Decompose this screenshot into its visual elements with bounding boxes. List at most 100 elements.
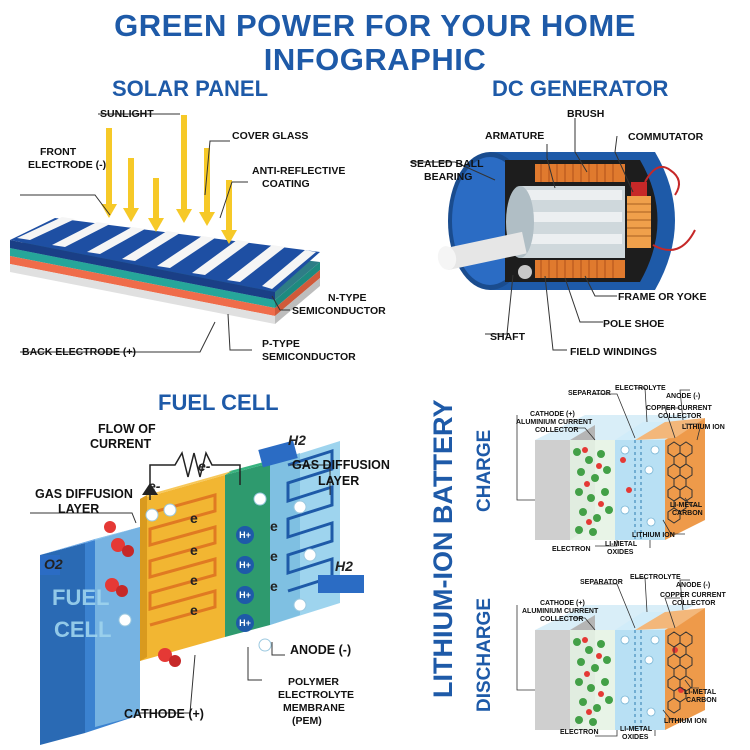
label-cathode: CATHODE (+): [124, 707, 204, 721]
charge-label-cu-collector-2: COLLECTOR: [658, 413, 702, 420]
front-electrode-stripes: [17, 217, 316, 289]
label-armature: ARMATURE: [485, 130, 545, 142]
label-p-type-1: P-TYPE: [262, 338, 300, 350]
charge-label-li-oxides-2: OXIDES: [607, 549, 634, 556]
label-front-electrode-2: ELECTRODE (-): [28, 159, 107, 171]
label-gas-diffusion-left-2: LAYER: [58, 502, 100, 516]
battery-charge-illustration: [516, 387, 705, 548]
charge-label-lithium-ion-2: LITHIUM ION: [632, 532, 675, 539]
label-commutator: COMMUTATOR: [628, 131, 704, 143]
label-frame-or-yoke: FRAME OR YOKE: [618, 291, 707, 303]
charge-label-electrolyte: ELECTROLYTE: [615, 385, 666, 392]
label-pem-3: MEMBRANE: [283, 702, 345, 714]
sunlight-arrows: [101, 115, 237, 244]
battery-discharge-illustration: [516, 577, 705, 737]
discharge-label-electrolyte: ELECTROLYTE: [630, 574, 681, 581]
oxygen-molecules: [104, 521, 181, 667]
fuel-cell-title: FUEL CELL: [158, 390, 279, 415]
fuel-cell-illustration: e e e e e e e H+ H+ H+ H+: [30, 432, 364, 745]
label-pole-shoe: POLE SHOE: [603, 318, 665, 330]
housing-text-2: CELL: [54, 617, 111, 642]
label-sealed-ball-2: BEARING: [424, 171, 473, 183]
carbon-lattice: [667, 441, 693, 524]
charge-label-li-oxides-1: LI-METAL: [605, 541, 638, 548]
main-subtitle: INFOGRAPHIC: [263, 42, 487, 77]
label-pem-1: POLYMER: [288, 676, 339, 688]
h-plus-symbol: H+: [239, 530, 251, 540]
label-pem-2: ELECTROLYTE: [278, 689, 355, 701]
gas-diffusion-layer-right: [286, 448, 334, 593]
aluminium-collector: [535, 440, 570, 540]
label-n-type-2: SEMICONDUCTOR: [292, 305, 386, 317]
discharge-label-cathode: CATHODE (+): [540, 600, 585, 607]
label-gas-diffusion-right-1: GAS DIFFUSION: [292, 458, 390, 472]
external-circuit: [149, 450, 241, 500]
solar-panel-illustration: [10, 113, 320, 353]
electron-symbol: e: [190, 602, 198, 618]
label-shaft: SHAFT: [490, 331, 525, 343]
charge-label-separator: SEPARATOR: [568, 390, 611, 397]
charge-label-al-collector-2: COLLECTOR: [535, 427, 579, 434]
electron-symbol: e: [270, 518, 278, 534]
main-title: GREEN POWER FOR YOUR HOME: [114, 8, 636, 43]
charge-label-al-collector-1: ALUMINIUM CURRENT: [516, 419, 593, 426]
discharge-label-al-collector-1: ALUMINIUM CURRENT: [522, 608, 599, 615]
discharge-label-separator: SEPARATOR: [580, 579, 623, 586]
dc-generator-title: DC GENERATOR: [492, 76, 669, 101]
label-flow-of-current-2: CURRENT: [90, 437, 152, 451]
solar-panel-title: SOLAR PANEL: [112, 76, 269, 101]
h-plus-symbol: H+: [239, 590, 251, 600]
discharge-label-li-metal-carbon-1: LI-METAL: [684, 689, 717, 696]
discharge-label-li-oxides-1: LI-METAL: [620, 726, 653, 733]
electron-symbol: e: [190, 510, 198, 526]
brush: [631, 182, 647, 196]
battery-charge-label: CHARGE: [474, 429, 495, 512]
electrolyte: [615, 440, 665, 540]
h-plus-symbol: H+: [239, 560, 251, 570]
charge-label-anode: ANODE (-): [666, 393, 701, 400]
electron-symbol: e: [270, 578, 278, 594]
copper-collector: [665, 418, 705, 540]
commutator: [627, 196, 651, 248]
discharge-label-cu-collector-1: COPPER CURRENT: [660, 592, 726, 599]
label-anti-reflective-1: ANTI-REFLECTIVE: [252, 165, 346, 177]
shaft: [443, 231, 527, 271]
carbon-lattice: [667, 631, 693, 714]
electron-right-label: e-: [198, 458, 211, 474]
label-sealed-ball-1: SEALED BALL: [410, 158, 484, 170]
charge-label-li-metal-carbon-1: LI-METAL: [670, 502, 703, 509]
label-pem-4: (PEM): [292, 715, 322, 727]
label-brush: BRUSH: [567, 108, 605, 120]
discharge-label-anode: ANODE (-): [676, 582, 711, 589]
discharge-label-al-collector-2: COLLECTOR: [540, 616, 584, 623]
label-anti-reflective-2: COATING: [262, 178, 310, 190]
label-sunlight: SUNLIGHT: [100, 108, 154, 120]
battery-discharge-label: DISCHARGE: [474, 597, 495, 712]
sealed-ball-bearing: [518, 265, 532, 279]
label-gas-diffusion-right-2: LAYER: [318, 474, 360, 488]
label-back-electrode: BACK ELECTRODE (+): [22, 346, 137, 358]
hydrogen-ions: [236, 526, 254, 632]
electron-left-label: e-: [148, 478, 161, 494]
discharge-label-li-metal-carbon-2: CARBON: [686, 697, 717, 704]
charge-label-electron: ELECTRON: [552, 546, 591, 553]
label-front-electrode-1: FRONT: [40, 146, 77, 158]
charge-label-cathode: CATHODE (+): [530, 411, 575, 418]
pem-membrane: [225, 463, 270, 637]
p-type-layer: [10, 248, 275, 308]
back-electrode: [10, 264, 275, 324]
n-type-layer: [10, 256, 275, 316]
discharge-label-lithium-ion: LITHIUM ION: [664, 718, 707, 725]
h2-top-label: H2: [288, 432, 306, 448]
label-field-windings: FIELD WINDINGS: [570, 346, 657, 358]
hydrogen-molecules: [118, 492, 317, 652]
housing-text-1: FUEL: [52, 585, 109, 610]
discharge-label-li-oxides-2: OXIDES: [622, 734, 649, 741]
h2-right-label: H2: [335, 558, 353, 574]
h-plus-symbol: H+: [239, 618, 251, 628]
charge-label-li-metal-carbon-2: CARBON: [672, 510, 703, 517]
copper-collector: [665, 608, 705, 730]
label-flow-of-current-1: FLOW OF: [98, 422, 156, 436]
dc-generator-illustration: [410, 118, 696, 351]
electrolyte: [615, 630, 665, 730]
